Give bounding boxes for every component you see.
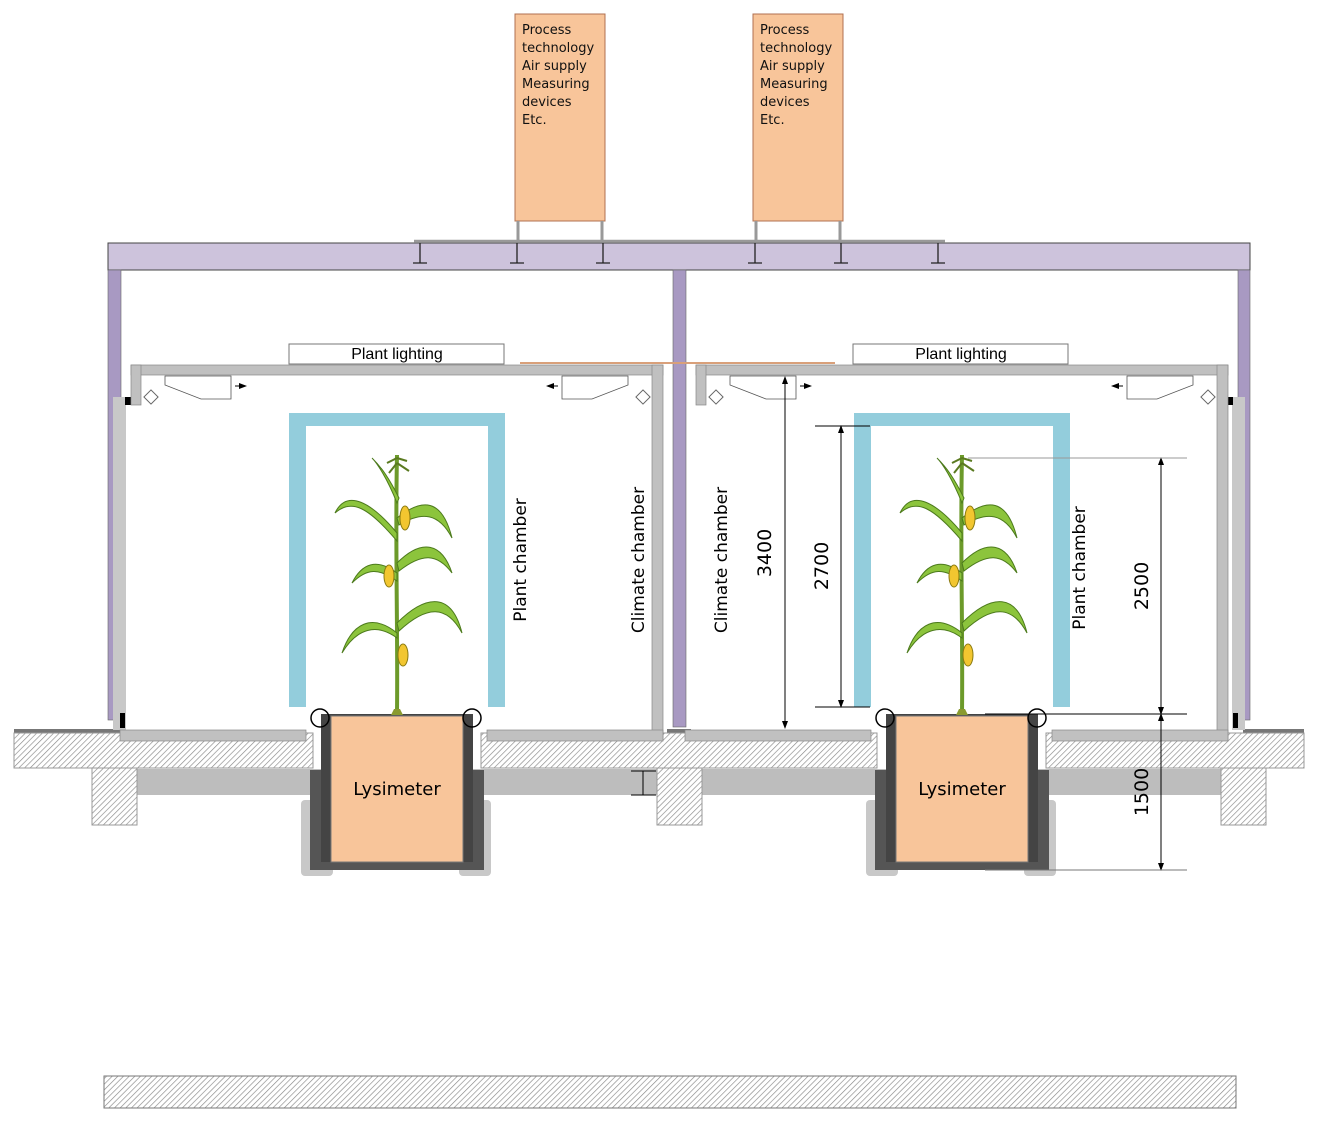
- i-beam-marker: [631, 770, 656, 796]
- svg-text:Plant chamber: Plant chamber: [511, 498, 531, 622]
- dimension-lines: [782, 376, 1187, 871]
- svg-text:Lysimeter: Lysimeter: [353, 779, 441, 800]
- svg-text:Plant lighting: Plant lighting: [915, 346, 1007, 363]
- svg-text:Plant lighting: Plant lighting: [351, 346, 443, 363]
- svg-text:Process technology: Process technology Air supply Measuring …: [760, 23, 836, 128]
- maize-plant-right: [898, 453, 1029, 717]
- dimension-3400: 3400: [754, 529, 776, 577]
- svg-text:Process technology: Process technology Air supply Measuring …: [522, 23, 598, 128]
- post-center: [672, 269, 687, 728]
- svg-text:Climate chamber: Climate chamber: [629, 487, 649, 633]
- foundation-pier: [1220, 767, 1267, 826]
- floor-edge: [1243, 729, 1304, 733]
- roof-beam: [107, 242, 1251, 271]
- plant-lighting-right: [852, 343, 1069, 365]
- foundation-pier: [656, 767, 703, 826]
- svg-text:Lysimeter: Lysimeter: [918, 779, 1006, 800]
- process-box-right: Process technology Air supply Measuring …: [752, 13, 844, 222]
- seal: [1228, 397, 1233, 405]
- chamber-left: Plant lighting Plant chamber Climate cha…: [120, 343, 663, 876]
- outer-wall-right: [1232, 397, 1245, 730]
- seal: [120, 713, 125, 728]
- floor-edge: [14, 729, 120, 733]
- seal: [125, 397, 131, 405]
- dimension-1500: 1500: [1131, 768, 1153, 816]
- chamber-right: Plant lighting Plant chamber Climate cha…: [685, 343, 1228, 876]
- floor-edge: [667, 729, 691, 733]
- box-supports: [414, 221, 945, 243]
- dimension-2500: 2500: [1131, 562, 1153, 610]
- hanger-markers: [413, 243, 945, 264]
- process-box-left: Process technology Air supply Measuring …: [514, 13, 606, 222]
- svg-text:Climate chamber: Climate chamber: [712, 487, 732, 633]
- svg-text:Plant chamber: Plant chamber: [1070, 506, 1090, 630]
- plant-lighting-left: [288, 343, 505, 365]
- outer-wall-left: [113, 397, 126, 730]
- dimension-2700: 2700: [811, 542, 833, 590]
- foundation-pier: [91, 767, 138, 826]
- seal: [1233, 713, 1238, 728]
- maize-plant-left: [333, 453, 464, 717]
- base-slab: [103, 1075, 1237, 1109]
